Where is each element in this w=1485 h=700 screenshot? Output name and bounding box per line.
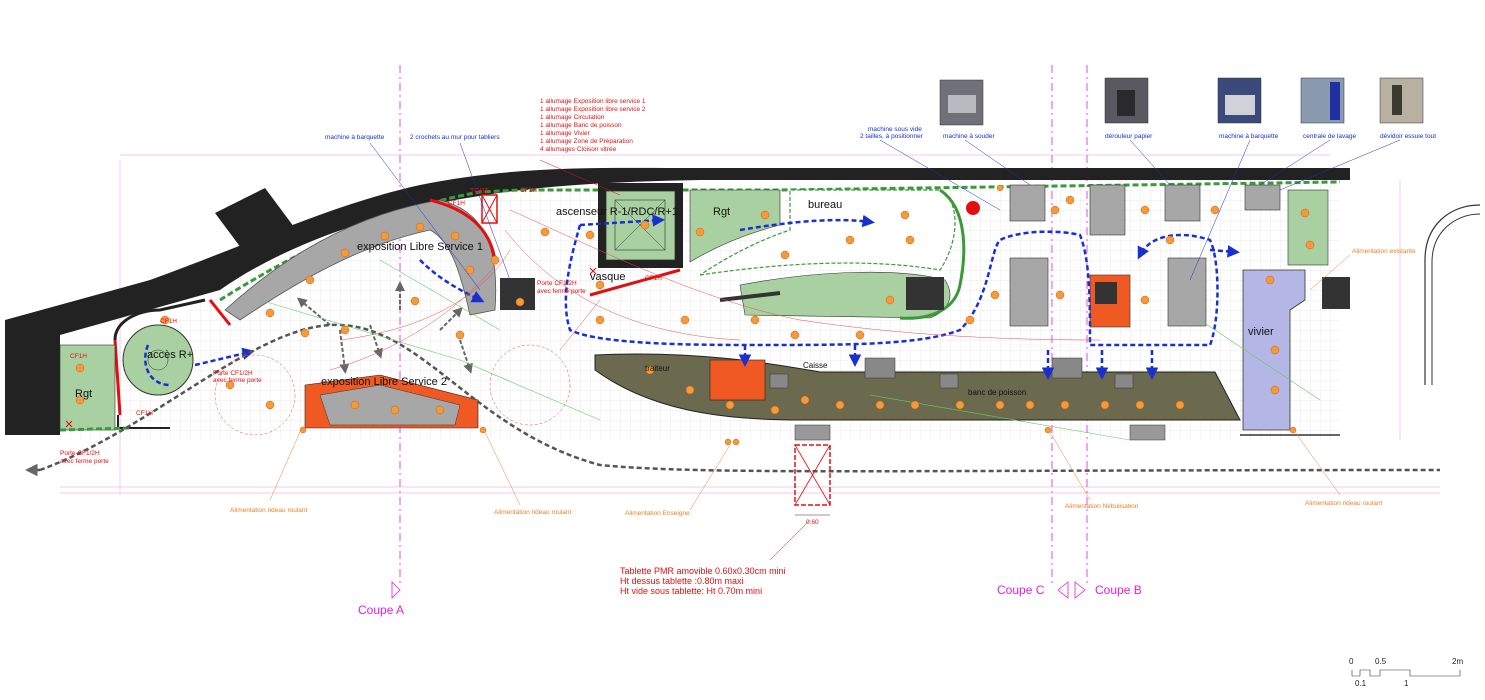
expo1-shelf (224, 199, 497, 321)
rideau-label-3: Alimentation rideau roulant (1305, 500, 1383, 507)
bureau-pillar (906, 277, 944, 310)
prep-zone (1009, 184, 1329, 328)
section-lines (399, 65, 1088, 585)
leader-lines (269, 139, 1401, 561)
pmr-tablette (794, 444, 831, 506)
staircase (122, 324, 194, 396)
bureau-curved-wall (899, 188, 966, 320)
machine-barquette-right-label: machine à barquette (1219, 133, 1279, 140)
expo2-grey-shelf (319, 384, 461, 426)
existante-label: Alimentation existante (1352, 248, 1416, 255)
scale-0: 0 (1349, 657, 1354, 666)
lighting-note: 1 allumage Zone de Préparation (540, 138, 633, 145)
expo1-label: exposition Libre Service 1 (357, 241, 483, 253)
tgbt-label: TGBT (470, 188, 489, 195)
devidoir-label: dévidoir essuie tout (1380, 133, 1436, 140)
rgt-left-room (59, 344, 116, 431)
fire-walls (113, 198, 681, 416)
bureau-room (699, 189, 956, 276)
banc-label: banc de poisson (968, 388, 1026, 397)
nebulisation-label: Alimentation Nébulisation (1065, 503, 1139, 510)
porte-mid-label-1: Porte CF1/2H (213, 370, 253, 377)
tgbt-box (481, 194, 498, 224)
scale-bar: 0 0.5 2m 0.1 1 (1349, 657, 1463, 688)
cf1h-label: CF1H (645, 275, 662, 282)
machine-barquette-left-label: machine à barquette (325, 134, 385, 141)
sous-vide-label-1: machine sous vide (868, 126, 922, 133)
caisse-label: Caisse (803, 361, 828, 370)
cf1h-label: CF1H (136, 410, 153, 417)
rgt-left-label: Rgt (75, 388, 92, 400)
bureau-label: bureau (808, 199, 842, 211)
public-arrows (296, 281, 473, 374)
cf1h-label: CF1H (448, 200, 465, 207)
counter-grate-a (794, 424, 831, 441)
vasque-label: vasque (590, 271, 625, 283)
light-fixtures (75, 184, 1315, 446)
ascenseur-label: ascenseur R-1/RDC/R+1 (556, 206, 678, 218)
lighting-note: 4 allumages Cloison vitrée (540, 146, 617, 153)
bureau-dark-wall (719, 291, 781, 302)
acces-label: accès R+ (147, 349, 193, 361)
porte-vasque-label-2: avec ferme porte (537, 288, 586, 295)
equipment-photos (939, 77, 1424, 126)
derouleur-label: dérouleur papier (1105, 133, 1153, 140)
porte-mid-label-2: avec ferme porte (213, 377, 262, 384)
traiteur-label: traiteur (645, 364, 670, 373)
circulation-paths (144, 214, 1240, 387)
porte-left-label-2: avec ferme porte (60, 458, 109, 465)
lighting-note: 1 allumage Banc de poisson (540, 122, 622, 129)
vivier-pillar (1322, 277, 1350, 309)
souder-label: machine à souder (943, 133, 996, 140)
tablette-note-2: Ht dessus tablette :0.80m maxi (620, 576, 744, 586)
emergency-light (966, 201, 980, 215)
cf1h-label: CF1H (160, 318, 177, 325)
lighting-note: 1 allumage Exposition libre service 1 (540, 98, 646, 105)
shopfront-glass (59, 426, 131, 432)
crochets-label: 2 crochets au mur pour tabliers (410, 134, 500, 141)
arch-opening (1424, 204, 1481, 385)
porte-vasque-label-1: Porte CF1/2H (537, 280, 577, 287)
traiteur-display (709, 359, 766, 401)
x-markers (65, 267, 597, 428)
porte-left-label-1: Porte CF1/2H (60, 450, 100, 457)
stair-wall-block (215, 188, 300, 260)
counter-grate-b (1129, 424, 1166, 441)
tablette-note-1: Tablette PMR amovible 0.60x0.30cm mini (620, 566, 786, 576)
tablette-note-3: Ht vide sous tablette: Ht 0.70m mini (620, 586, 762, 596)
cf1h-label: CF1H (520, 187, 537, 194)
enseigne-label: Alimentation Enseigne (625, 510, 690, 517)
stair-enclosure-wall (113, 298, 206, 341)
coupe-b-label: Coupe B (1095, 583, 1142, 597)
coupe-a-label: Coupe A (358, 603, 404, 617)
scale-1: 1 (1404, 679, 1409, 688)
counter-scales (769, 357, 1134, 389)
coupe-b-marker (1074, 581, 1086, 599)
scale-2m: 2m (1452, 657, 1463, 666)
vivier-label: vivier (1248, 326, 1274, 338)
lighting-note: 1 allumage Vivier (540, 130, 591, 137)
cf1h-label: CF1H (70, 353, 87, 360)
dim-060-label: 0.60 (806, 519, 819, 526)
expo2-label: exposition Libre Service 2 (321, 376, 447, 388)
lighting-note: 1 allumage Circulation (540, 114, 605, 121)
public-circulation (39, 323, 1441, 473)
scale-05: 0.5 (1375, 657, 1387, 666)
scale-01: 0.1 (1355, 679, 1367, 688)
rgt-top-label: Rgt (713, 206, 730, 218)
rideau-label-1: Alimentation rideau roulant (230, 507, 308, 514)
sous-vide-label-2: 2 tailles, à positionner (860, 133, 924, 140)
coupe-c-marker (1057, 581, 1069, 599)
electric-circuits (214, 209, 1101, 436)
lighting-notes: 1 allumage Exposition libre service 1 1 … (540, 98, 646, 153)
rideau-label-2: Alimentation rideau roulant (494, 509, 572, 516)
coupe-a-marker (391, 581, 401, 599)
coupe-c-label: Coupe C (997, 583, 1045, 597)
centrale-label: centrale de lavage (1303, 133, 1357, 140)
lighting-note: 1 allumage Exposition libre service 2 (540, 106, 646, 113)
